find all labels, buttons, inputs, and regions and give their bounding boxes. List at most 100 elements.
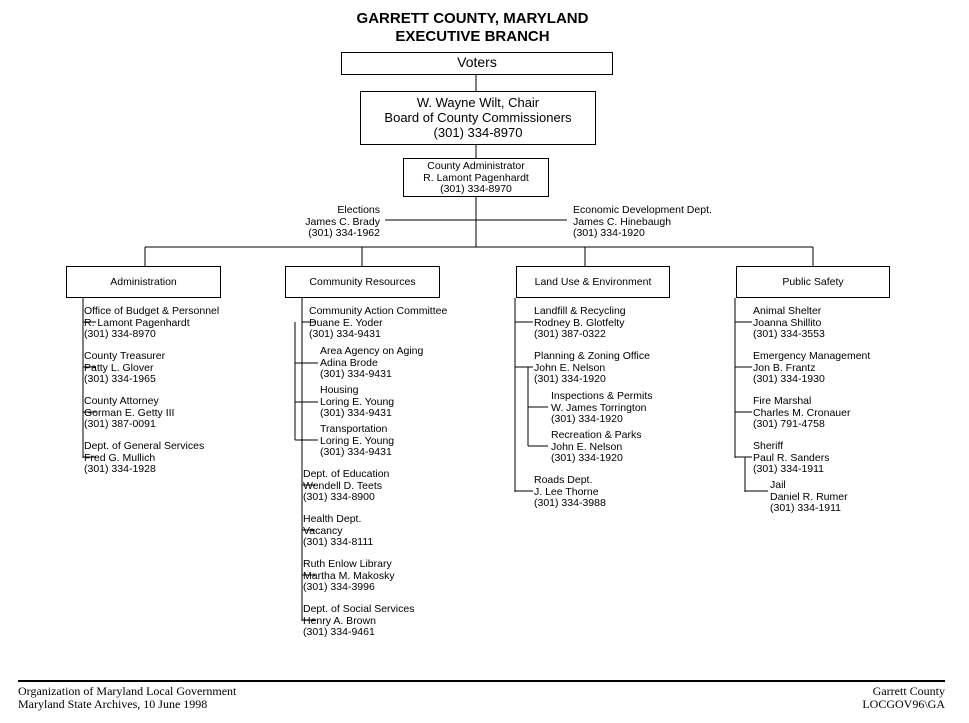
entry-name: Charles M. Cronauer [753, 406, 851, 419]
chair-body: Board of County Commissioners [384, 110, 572, 125]
administrator-title: County Administrator [427, 160, 525, 172]
entry-phone: (301) 334-9431 [309, 328, 381, 340]
administrator-phone: (301) 334-8970 [440, 183, 512, 195]
entry-phone: (301) 334-1911 [770, 502, 842, 514]
community-entry: Community Action Committee Duane E. Yode… [309, 305, 448, 341]
entry-title: County Treasurer [84, 350, 166, 362]
entry-phone: (301) 387-0322 [534, 328, 606, 340]
landuse-entry: Landfill & Recycling Rodney B. Glotfelty… [534, 305, 626, 341]
safety-subentry: Jail Daniel R. Rumer (301) 334-1911 [770, 479, 848, 515]
entry-phone: (301) 334-8900 [303, 491, 375, 503]
footer-right: Garrett County LOCGOV96\GA [862, 685, 945, 711]
entry-title: Community Action Committee [309, 305, 448, 317]
community-entry: Dept. of Social Services Henry A. Brown … [303, 603, 415, 639]
entry-phone: (301) 334-1930 [753, 373, 825, 385]
footer-left-line1: Organization of Maryland Local Governmen… [18, 684, 237, 698]
dept-community-label: Community Resources [309, 276, 416, 288]
admin-entry: Dept. of General Services Fred G. Mullic… [84, 440, 205, 476]
landuse-entry: Planning & Zoning Office John E. Nelson … [534, 350, 650, 386]
entry-title: Roads Dept. [534, 474, 593, 486]
entry-phone: (301) 334-1920 [551, 452, 623, 464]
entry-title: Health Dept. [303, 513, 362, 525]
footer-right-line1: Garrett County [872, 684, 945, 698]
admin-entry: County Treasurer Patty L. Glover (301) 3… [84, 350, 166, 386]
entry-title: Emergency Management [753, 350, 871, 362]
entry-name: Wendell D. Teets [303, 479, 382, 492]
entry-phone: (301) 387-0091 [84, 418, 156, 430]
entry-phone: (301) 334-8111 [303, 536, 374, 548]
landuse-subentry: Recreation & Parks John E. Nelson (301) … [551, 429, 642, 465]
community-entry: Health Dept. Vacancy (301) 334-8111 [303, 513, 374, 549]
entry-title: County Attorney [84, 395, 159, 407]
chair-phone: (301) 334-8970 [433, 125, 523, 140]
footer-right-line2: LOCGOV96\GA [862, 697, 945, 711]
entry-name: Adina Brode [320, 356, 378, 369]
economic-name: James C. Hinebaugh [573, 215, 672, 228]
landuse-entry: Roads Dept. J. Lee Thorne (301) 334-3988 [534, 474, 606, 510]
entry-name: Henry A. Brown [303, 614, 376, 627]
commissioners-box: W. Wayne Wilt, Chair Board of County Com… [360, 91, 596, 145]
entry-title: Area Agency on Aging [320, 345, 424, 357]
entry-phone: (301) 334-1911 [753, 463, 825, 475]
entry-phone: (301) 334-8970 [84, 328, 156, 340]
entry-name: Joanna Shillito [753, 316, 822, 329]
voters-box: Voters [341, 52, 613, 75]
entry-name: John E. Nelson [534, 361, 606, 374]
entry-title: Jail [770, 479, 786, 491]
entry-phone: (301) 334-1920 [534, 373, 606, 385]
entry-title: Fire Marshal [753, 395, 812, 407]
dept-safety-label: Public Safety [782, 276, 844, 288]
community-subentry: Transportation Loring E. Young (301) 334… [320, 423, 395, 459]
entry-title: Dept. of Education [303, 468, 390, 480]
entry-phone: (301) 791-4758 [753, 418, 825, 430]
entry-name: Patty L. Glover [84, 361, 154, 374]
entry-phone: (301) 334-3553 [753, 328, 825, 340]
chart-title-line1: GARRETT COUNTY, MARYLAND [356, 10, 589, 27]
entry-title: Inspections & Permits [551, 390, 653, 402]
entry-phone: (301) 334-3996 [303, 581, 375, 593]
entry-name: Paul R. Sanders [753, 451, 830, 464]
entry-title: Planning & Zoning Office [534, 350, 650, 362]
entry-title: Dept. of General Services [84, 440, 205, 452]
footer-left: Organization of Maryland Local Governmen… [18, 685, 236, 711]
safety-entry: Animal Shelter Joanna Shillito (301) 334… [753, 305, 825, 341]
dept-administration-box: Administration [66, 266, 221, 298]
administrator-name: R. Lamont Pagenhardt [423, 171, 529, 184]
dept-public-safety-box: Public Safety [736, 266, 890, 298]
economic-title: Economic Development Dept. [573, 204, 712, 216]
entry-name: J. Lee Thorne [534, 485, 599, 498]
entry-name: Rodney B. Glotfelty [534, 316, 625, 329]
entry-name: Daniel R. Rumer [770, 490, 848, 503]
entry-title: Sheriff [753, 440, 784, 452]
dept-landuse-label: Land Use & Environment [534, 276, 652, 288]
entry-phone: (301) 334-3988 [534, 497, 606, 509]
dept-administration-label: Administration [110, 276, 177, 288]
economic-phone: (301) 334-1920 [573, 227, 645, 239]
safety-entry: Fire Marshal Charles M. Cronauer (301) 7… [753, 395, 851, 431]
footer-left-line2: Maryland State Archives, 10 June 1998 [18, 697, 208, 711]
entry-title: Animal Shelter [753, 305, 822, 317]
entry-name: Loring E. Young [320, 395, 395, 408]
entry-phone: (301) 334-9431 [320, 368, 392, 380]
entry-title: Recreation & Parks [551, 429, 642, 441]
entry-title: Transportation [320, 423, 388, 435]
entry-name: Jon B. Frantz [753, 361, 816, 374]
entry-name: Duane E. Yoder [309, 316, 383, 329]
community-entry: Ruth Enlow Library Martha M. Makosky (30… [303, 558, 395, 594]
voters-label: Voters [457, 54, 497, 70]
entry-title: Dept. of Social Services [303, 603, 415, 615]
entry-title: Landfill & Recycling [534, 305, 626, 317]
entry-name: Loring E. Young [320, 434, 395, 447]
elections-block: Elections James C. Brady (301) 334-1962 [280, 204, 380, 240]
elections-title: Elections [337, 204, 380, 216]
elections-phone: (301) 334-1962 [308, 227, 380, 239]
county-administrator-box: County Administrator R. Lamont Pagenhard… [403, 158, 549, 197]
entry-name: Vacancy [303, 524, 343, 537]
entry-name: W. James Torrington [551, 401, 647, 414]
safety-entry: Emergency Management Jon B. Frantz (301)… [753, 350, 871, 386]
chart-title-line2: EXECUTIVE BRANCH [395, 28, 550, 45]
entry-name: Fred G. Mullich [84, 451, 156, 464]
entry-title: Ruth Enlow Library [303, 558, 392, 570]
entry-name: Martha M. Makosky [303, 569, 395, 582]
